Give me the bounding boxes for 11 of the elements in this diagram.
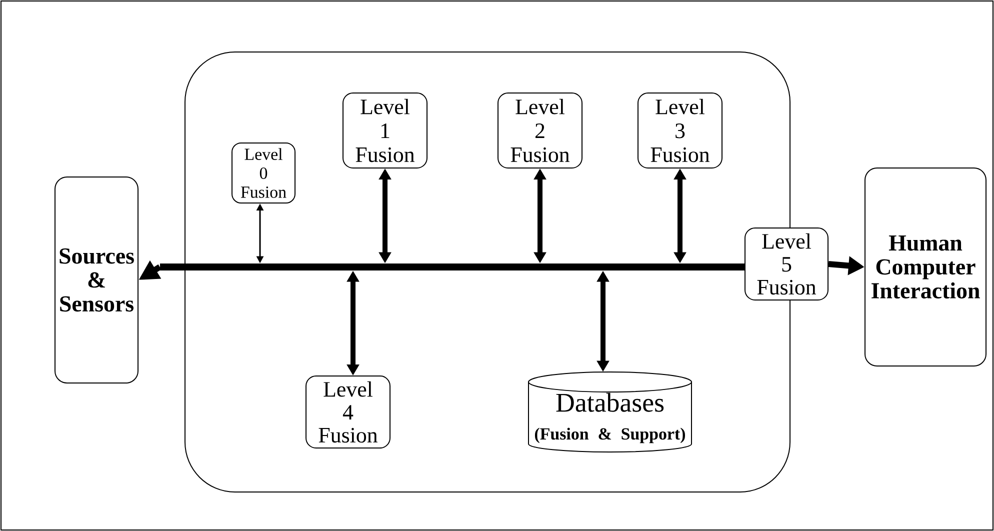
node-label: Databases [556, 392, 664, 412]
fusion-level-box: Level 2 Fusion [498, 92, 582, 168]
node-label: (Fusion & Support) [534, 428, 686, 444]
endpoint-box: Sources & Sensors [54, 176, 138, 384]
fusion-level-box: Level 0 Fusion [232, 142, 296, 204]
fusion-level-box: Level 1 Fusion [342, 92, 428, 168]
fusion-level-box: Level 5 Fusion [744, 228, 828, 300]
fusion-level-box: Level 4 Fusion [306, 376, 390, 448]
database-cylinder: Databases (Fusion & Support) [528, 372, 692, 452]
fusion-level-box: Level 3 Fusion [638, 92, 722, 168]
endpoint-box: Human Computer Interaction [864, 168, 986, 366]
